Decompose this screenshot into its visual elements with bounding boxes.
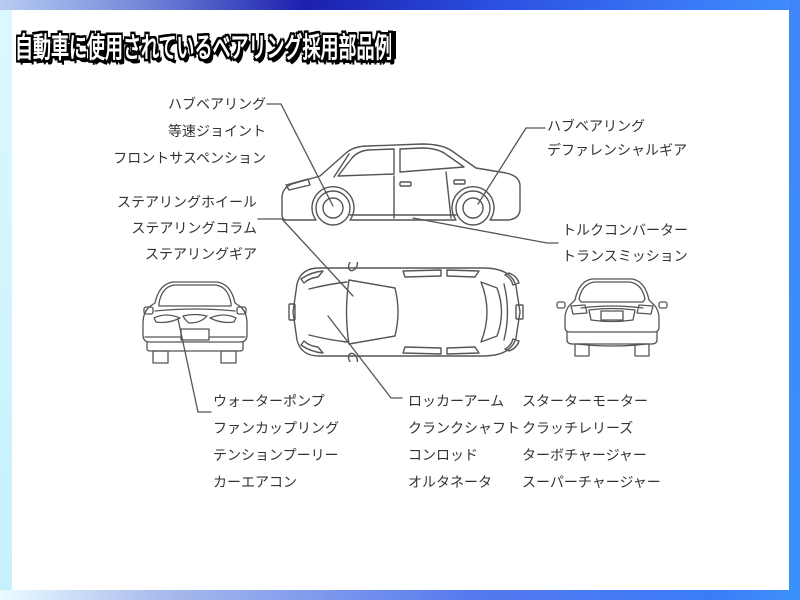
- page-title: 自動車に使用されているベアリング採用部品例: [15, 32, 393, 64]
- car-front-view-icon: [142, 281, 248, 364]
- label-connecting-rod: コンロッド: [408, 447, 478, 463]
- label-torque-converter: トルクコンバーター: [562, 222, 688, 238]
- label-group-cooling-parts: ウォーターポンプ ファンカップリング テンションプーリー カーエアコン: [213, 388, 339, 496]
- label-steering-gear: ステアリングギア: [145, 246, 257, 262]
- label-group-steering-parts: ステアリングホイール ステアリングコラム ステアリングギア: [117, 189, 257, 267]
- label-turbocharger: ターボチャージャー: [522, 447, 647, 463]
- label-group-engine-parts: ロッカーアーム クランクシャフト コンロッド オルタネータ: [408, 388, 520, 496]
- label-group-front-parts: ハブベアリング 等速ジョイント フロントサスペンション: [113, 91, 266, 172]
- label-hub-bearing-front: ハブベアリング: [168, 96, 266, 112]
- label-car-air-conditioner: カーエアコン: [213, 474, 297, 490]
- car-side-view-icon: [281, 143, 521, 226]
- label-fan-coupling: ファンカップリング: [213, 420, 339, 436]
- label-group-auxiliary-parts: スターターモーター クラッチレリーズ ターボチャージャー スーパーチャージャー: [522, 388, 661, 496]
- label-rocker-arm: ロッカーアーム: [408, 393, 505, 409]
- label-water-pump: ウォーターポンプ: [213, 393, 325, 409]
- label-group-drivetrain-parts: トルクコンバーター トランスミッション: [562, 217, 688, 269]
- label-supercharger: スーパーチャージャー: [522, 474, 661, 490]
- label-differential-gear: デファレンシャルギア: [547, 142, 687, 158]
- bottom-gradient-border: [0, 590, 789, 600]
- label-hub-bearing-rear: ハブベアリング: [547, 118, 645, 134]
- car-top-view-icon: [288, 262, 524, 362]
- label-alternator: オルタネータ: [408, 474, 492, 490]
- label-cv-joint: 等速ジョイント: [168, 123, 266, 139]
- label-transmission: トランスミッション: [562, 248, 688, 264]
- label-crankshaft: クランクシャフト: [408, 420, 520, 436]
- label-steering-column: ステアリングコラム: [131, 220, 257, 236]
- left-gradient-border: [0, 10, 12, 590]
- label-clutch-release: クラッチレリーズ: [522, 420, 634, 436]
- right-gradient-border: [789, 0, 800, 600]
- label-steering-wheel: ステアリングホイール: [117, 194, 257, 210]
- label-starter-motor: スターターモーター: [522, 393, 648, 409]
- label-group-rear-axle-parts: ハブベアリング デファレンシャルギア: [547, 114, 687, 162]
- label-tension-pulley: テンションプーリー: [213, 447, 339, 463]
- car-rear-view-icon: [556, 278, 668, 357]
- title-end-bar: [391, 31, 396, 59]
- top-gradient-border: [0, 0, 800, 10]
- label-front-suspension: フロントサスペンション: [113, 150, 266, 166]
